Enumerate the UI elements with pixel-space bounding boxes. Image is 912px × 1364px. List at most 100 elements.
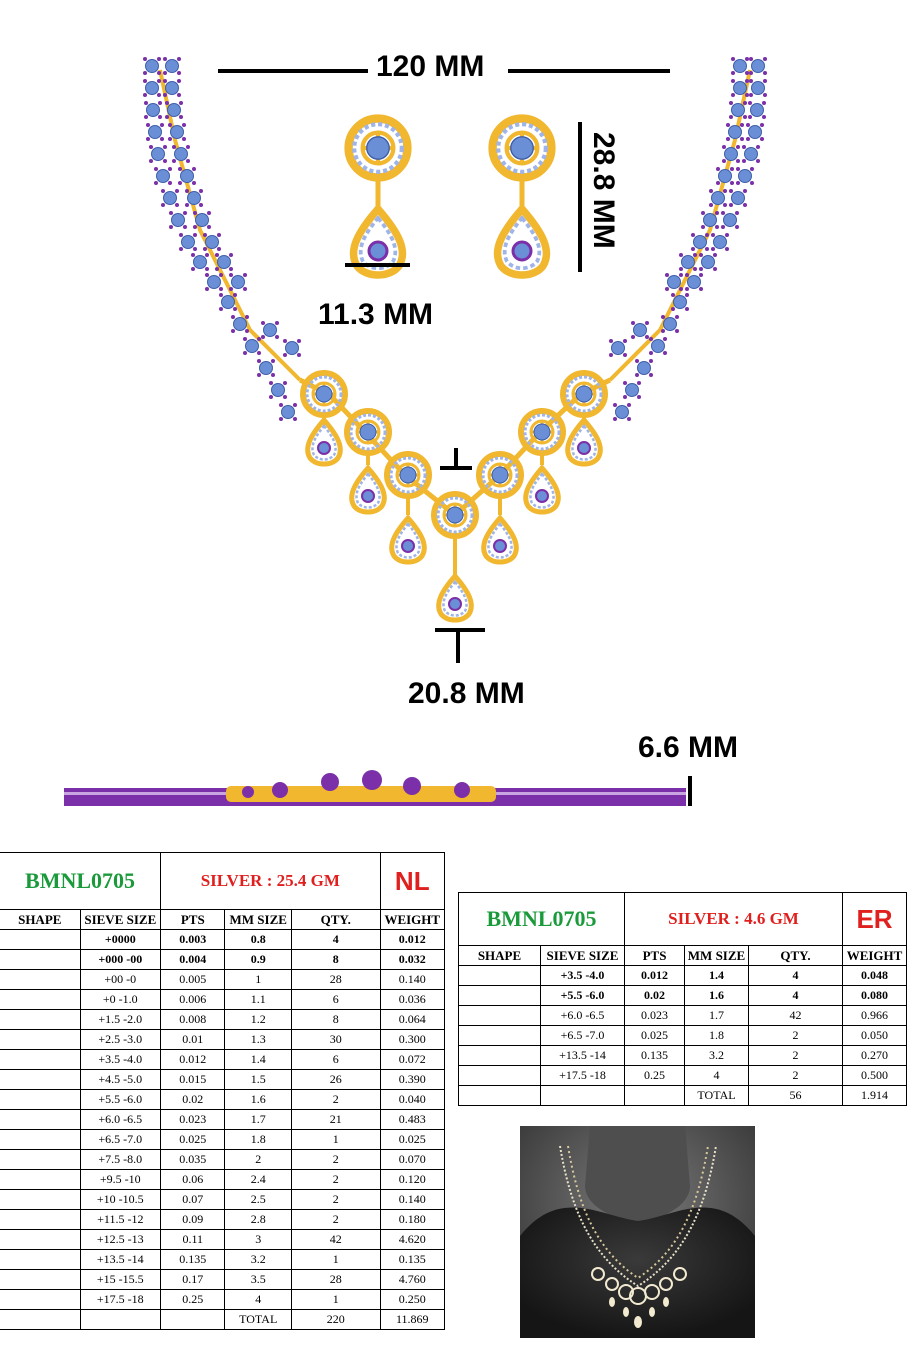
- table-cell: 28: [290, 1269, 381, 1290]
- table-cell: 3.2: [684, 1045, 749, 1066]
- earring-product-code: BMNL0705: [458, 892, 625, 946]
- table-cell: 0.025: [160, 1129, 226, 1150]
- earring-metal-weight: SILVER : 4.6 GM: [623, 892, 844, 946]
- side-profile: [64, 770, 686, 806]
- table-cell: 4.760: [379, 1269, 446, 1290]
- table-cell: 0.040: [379, 1089, 446, 1110]
- table-cell: 8: [290, 1009, 381, 1030]
- table-cell: 4: [684, 1065, 749, 1086]
- necklace-spec-table: BMNL0705 SILVER : 25.4 GM NL SHAPE SIEVE…: [0, 852, 446, 1330]
- table-cell: 1.6: [684, 985, 749, 1006]
- table-cell: +6.5 -7.0: [540, 1025, 625, 1046]
- table-cell: 0.250: [379, 1289, 446, 1310]
- table-cell: [0, 989, 81, 1010]
- table-cell: 0.064: [379, 1009, 446, 1030]
- table-cell: 3: [224, 1229, 292, 1250]
- earring-spec-table: BMNL0705 SILVER : 4.6 GM ER SHAPE SIEVE …: [458, 892, 908, 1106]
- table-cell: 0.966: [842, 1005, 908, 1026]
- table-cell: 2: [290, 1149, 381, 1170]
- total-cell: TOTAL: [684, 1085, 749, 1106]
- table-cell: 1.8: [224, 1129, 292, 1150]
- table-cell: [0, 969, 81, 990]
- table-cell: 4.620: [379, 1229, 446, 1250]
- table-cell: 0.006: [160, 989, 226, 1010]
- table-cell: +6.0 -6.5: [540, 1005, 625, 1026]
- table-cell: [0, 1209, 81, 1230]
- table-cell: +11.5 -12: [79, 1209, 162, 1230]
- header-cell: SHAPE: [0, 909, 81, 930]
- pendant-height-dimension-label: 20.8 MM: [408, 677, 525, 710]
- table-cell: [0, 929, 81, 950]
- table-cell: [458, 1065, 541, 1086]
- table-cell: 2: [290, 1209, 381, 1230]
- table-cell: [0, 1089, 81, 1110]
- total-cell: 56: [747, 1085, 844, 1106]
- table-cell: 0.25: [160, 1289, 226, 1310]
- table-cell: +13.5 -14: [540, 1045, 625, 1066]
- earring-width-dimension-label: 11.3 MM: [318, 298, 434, 331]
- table-cell: 1: [224, 969, 292, 990]
- table-cell: 0.09: [160, 1209, 226, 1230]
- header-cell: QTY.: [290, 909, 381, 930]
- table-cell: 0.048: [842, 965, 908, 986]
- table-cell: [458, 985, 541, 1006]
- table-cell: 0.270: [842, 1045, 908, 1066]
- table-cell: [0, 1109, 81, 1130]
- table-cell: 0.025: [624, 1025, 685, 1046]
- table-cell: +4.5 -5.0: [79, 1069, 162, 1090]
- table-header-row: SHAPE SIEVE SIZE PTS MM SIZE QTY. WEIGHT: [458, 945, 908, 966]
- table-cell: 0.003: [160, 929, 226, 950]
- table-cell: +6.0 -6.5: [79, 1109, 162, 1130]
- table-cell: [458, 1045, 541, 1066]
- pendant-motifs: [303, 373, 605, 620]
- dimension-lines: [218, 69, 692, 806]
- table-cell: 4: [747, 985, 844, 1006]
- table-cell: 0.390: [379, 1069, 446, 1090]
- table-cell: +6.5 -7.0: [79, 1129, 162, 1150]
- table-cell: [0, 1249, 81, 1270]
- table-cell: 2: [747, 1025, 844, 1046]
- earrings: [349, 119, 552, 275]
- table-cell: 0.01: [160, 1029, 226, 1050]
- table-cell: 2: [224, 1149, 292, 1170]
- necklace-render: [64, 56, 768, 806]
- table-cell: 0.004: [160, 949, 226, 970]
- total-cell: TOTAL: [224, 1309, 292, 1330]
- table-cell: [0, 1009, 81, 1030]
- table-cell: 0.036: [379, 989, 446, 1010]
- table-cell: +17.5 -18: [540, 1065, 625, 1086]
- table-cell: [0, 1289, 81, 1310]
- table-cell: 1.6: [224, 1089, 292, 1110]
- table-cell: +3.5 -4.0: [540, 965, 625, 986]
- necklace-tag: NL: [379, 852, 446, 910]
- table-cell: 0.500: [842, 1065, 908, 1086]
- table-cell: +5.5 -6.0: [79, 1089, 162, 1110]
- table-cell: +17.5 -18: [79, 1289, 162, 1310]
- table-cell: 0.008: [160, 1009, 226, 1030]
- table-cell: 1.3: [224, 1029, 292, 1050]
- table-cell: 2: [290, 1169, 381, 1190]
- table-cell: +13.5 -14: [79, 1249, 162, 1270]
- table-cell: +3.5 -4.0: [79, 1049, 162, 1070]
- header-cell: SIEVE SIZE: [79, 909, 162, 930]
- total-cell: [458, 1085, 541, 1106]
- table-cell: 0.140: [379, 1189, 446, 1210]
- table-cell: 1.4: [224, 1049, 292, 1070]
- table-cell: 2: [747, 1045, 844, 1066]
- left-chain-stones: [142, 56, 302, 422]
- table-cell: [0, 1029, 81, 1050]
